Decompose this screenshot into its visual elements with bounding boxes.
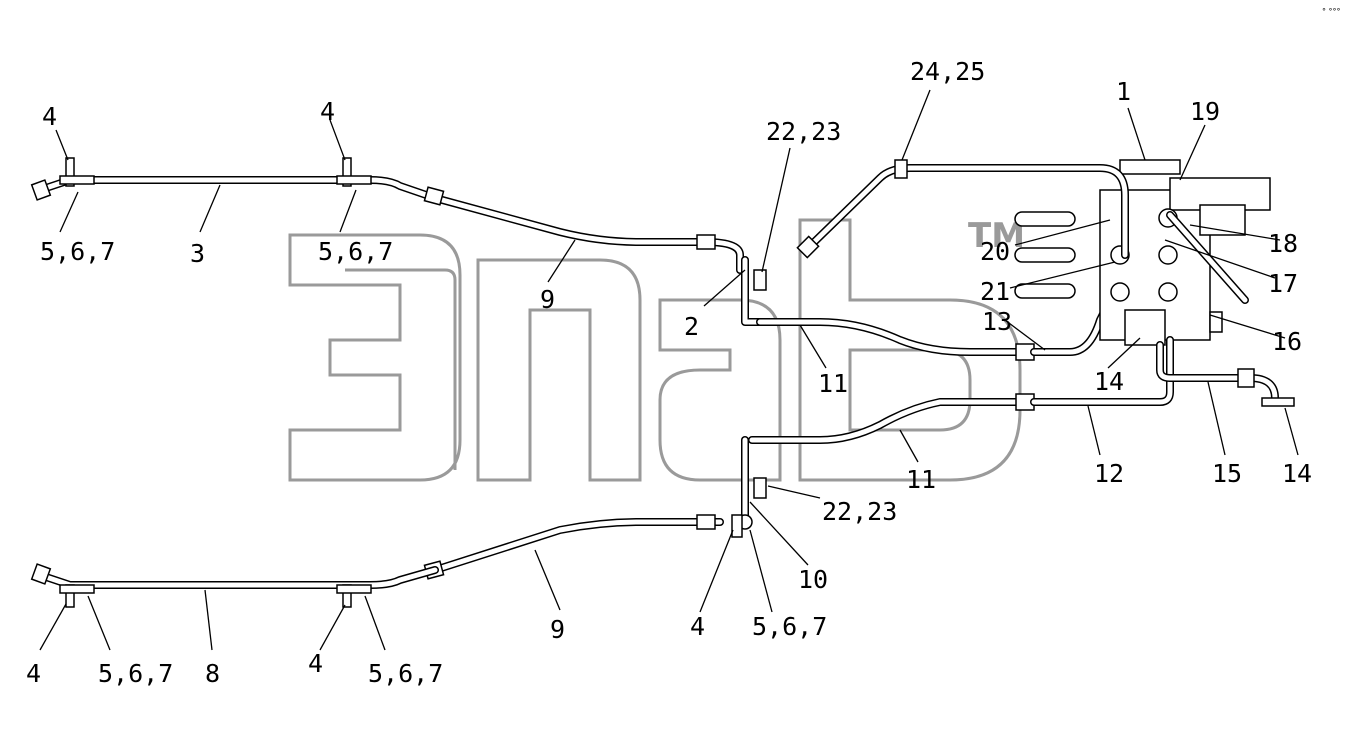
callout-567-bottom-mid: 5,6,7 xyxy=(368,659,443,688)
callout-15: 15 xyxy=(1212,459,1242,488)
callout-4-bottom-right: 4 xyxy=(690,612,705,641)
pipe-13 xyxy=(1030,296,1114,356)
callout-21: 21 xyxy=(980,277,1010,306)
callout-14-right: 14 xyxy=(1282,459,1312,488)
callout-19: 19 xyxy=(1190,97,1220,126)
callout-8: 8 xyxy=(205,659,220,688)
callout-17: 17 xyxy=(1268,269,1298,298)
pipe-8 xyxy=(36,566,439,589)
bracket-bottom-mid xyxy=(336,584,372,608)
bracket-top-left xyxy=(30,157,95,201)
callout-567-bottom-right: 5,6,7 xyxy=(752,612,827,641)
callout-4-bottom-left: 4 xyxy=(26,659,41,688)
valve-block xyxy=(1099,159,1271,346)
pipe-2 xyxy=(741,256,764,326)
callout-14-mid: 14 xyxy=(1094,367,1124,396)
pipe-24-25 xyxy=(796,159,1129,259)
leader-lines xyxy=(39,89,1299,651)
flange-14 xyxy=(1261,397,1295,407)
callout-1: 1 xyxy=(1116,77,1131,106)
pipe-3 xyxy=(36,176,439,202)
bracket-bottom-right xyxy=(731,514,743,538)
callout-labels: 4 4 5,6,7 5,6,7 3 9 2 22,23 11 24,25 1 1… xyxy=(26,57,1312,688)
callout-4-top-left: 4 xyxy=(42,102,57,131)
pipe-12 xyxy=(1030,336,1174,406)
pipe-9-top xyxy=(431,194,744,274)
callout-10: 10 xyxy=(798,565,828,594)
coupling-top-left xyxy=(423,186,445,206)
callout-11-top: 11 xyxy=(818,369,848,398)
callout-13: 13 xyxy=(982,307,1012,336)
pipe-11-bottom xyxy=(748,398,1024,444)
pipe-17 xyxy=(1166,211,1249,304)
callout-567-bottom-left: 5,6,7 xyxy=(98,659,173,688)
callout-2425: 24,25 xyxy=(910,57,985,86)
callout-9-bottom: 9 xyxy=(550,615,565,644)
callout-18: 18 xyxy=(1268,229,1298,258)
callout-567-top-mid: 5,6,7 xyxy=(318,237,393,266)
coupling-bottom-right xyxy=(696,514,716,530)
callout-3: 3 xyxy=(190,239,205,268)
coupling-15 xyxy=(1237,368,1255,388)
callout-20: 20 xyxy=(980,237,1010,266)
callout-2: 2 xyxy=(684,312,699,341)
valve-slots xyxy=(1014,211,1076,299)
corner-mark: ° °°° xyxy=(1322,7,1341,16)
bracket-bottom-left xyxy=(30,563,95,608)
bracket-top-mid xyxy=(336,157,372,187)
callout-11-bottom: 11 xyxy=(906,465,936,494)
callout-2223-top: 22,23 xyxy=(766,117,841,146)
callout-567-top-left: 5,6,7 xyxy=(40,237,115,266)
clamp-2223-bottom xyxy=(753,477,767,499)
coupling-top-right xyxy=(696,234,716,250)
callout-9-top: 9 xyxy=(540,285,555,314)
callout-4-bottom-mid: 4 xyxy=(308,649,323,678)
pipe-9-bottom xyxy=(431,518,724,574)
callout-2223-bottom: 22,23 xyxy=(822,497,897,526)
pipe-11-top xyxy=(756,318,1024,356)
pipe-15 xyxy=(1156,341,1279,402)
callout-12: 12 xyxy=(1094,459,1124,488)
clamp-2223-top xyxy=(753,269,767,291)
callout-16: 16 xyxy=(1272,327,1302,356)
callout-4-top-mid: 4 xyxy=(320,97,335,126)
